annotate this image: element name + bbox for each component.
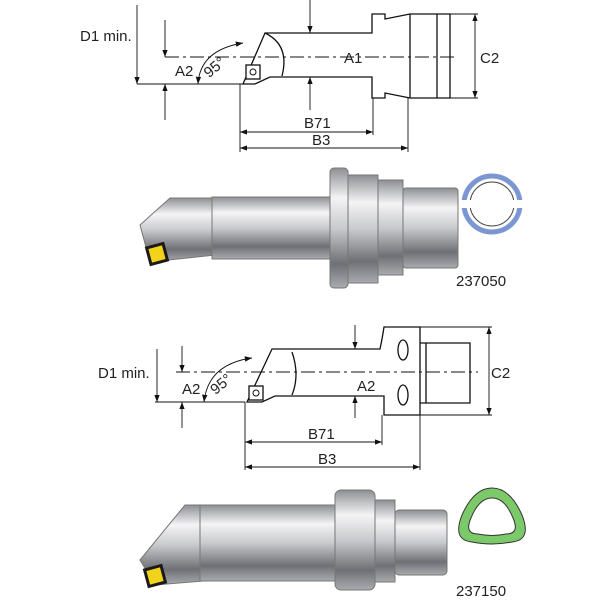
label-d1-min: D1 min. <box>80 28 132 45</box>
polygon-profile-icon <box>458 487 526 545</box>
label-a2-left: A2 <box>182 381 200 398</box>
label-b3: B3 <box>318 451 336 468</box>
label-d1-min: D1 min. <box>98 365 150 382</box>
label-b3: B3 <box>312 132 330 149</box>
label-angle: 95° <box>207 371 235 399</box>
label-a2-right: A2 <box>357 378 375 395</box>
top-product-render: 237050 <box>139 167 524 290</box>
label-c2: C2 <box>491 365 510 382</box>
label-b71: B71 <box>304 115 331 132</box>
label-a1: A1 <box>344 50 362 67</box>
bottom-technical-drawing: D1 min. A2 95° A2 C2 B71 B3 <box>98 325 510 470</box>
article-number-top: 237050 <box>456 273 506 290</box>
top-technical-drawing: D1 min. A2 95° A1 C2 B71 B3 <box>80 0 499 152</box>
label-a2: A2 <box>175 63 193 80</box>
hsk-profile-ring-icon <box>460 173 524 235</box>
insert-icon <box>146 567 164 585</box>
insert-icon <box>148 245 166 263</box>
label-b71: B71 <box>308 426 335 443</box>
label-c2: C2 <box>480 50 499 67</box>
article-number-bottom: 237150 <box>456 583 506 600</box>
bottom-product-render: 237150 <box>139 487 526 600</box>
label-angle: 95° <box>201 54 229 82</box>
